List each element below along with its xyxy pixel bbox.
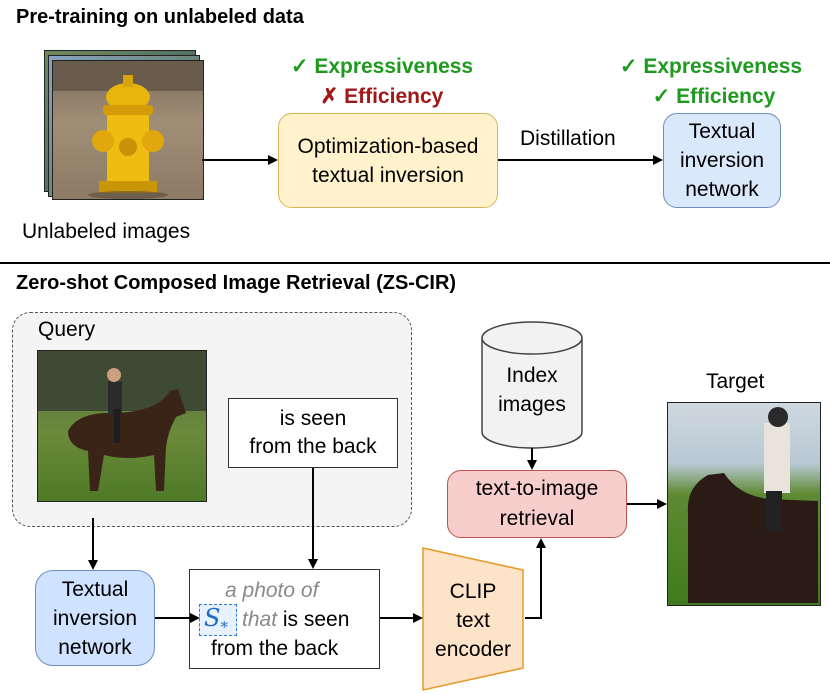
arrow-clip-to-retrieval bbox=[525, 538, 546, 619]
opt-efficiency-cross: ✗ Efficiency bbox=[320, 85, 444, 108]
pseudo-token-sub: * bbox=[220, 617, 228, 636]
prompt-line3: from the back bbox=[211, 637, 339, 660]
caption-line2: from the back bbox=[249, 435, 377, 458]
query-horse-image bbox=[37, 350, 207, 502]
fire-hydrant-drawing bbox=[53, 61, 203, 199]
index-line2: images bbox=[498, 393, 566, 416]
query-horse-drawing bbox=[38, 351, 206, 491]
target-horse-image bbox=[667, 402, 821, 606]
tin-line3: network bbox=[58, 635, 132, 659]
fire-hydrant-image bbox=[52, 60, 204, 200]
index-images-label: Index images bbox=[480, 358, 584, 422]
clip-line3: encoder bbox=[435, 637, 511, 661]
tin-line1: Textual bbox=[61, 577, 129, 601]
pseudo-token: S* bbox=[204, 604, 228, 636]
unlabeled-images-caption: Unlabeled images bbox=[22, 220, 191, 243]
opt-box-line1: Optimization-based bbox=[297, 134, 479, 158]
pseudo-token-letter: S bbox=[204, 604, 221, 632]
opt-expressiveness-check: ✓ Expressiveness bbox=[290, 55, 474, 78]
modification-caption-box: is seen from the back bbox=[228, 398, 398, 468]
retrieval-line2: retrieval bbox=[499, 507, 575, 530]
clip-line1: CLIP bbox=[449, 579, 497, 603]
net-box-line3: network bbox=[685, 178, 759, 201]
clip-text-encoder-label: CLIP text encoder bbox=[423, 572, 523, 668]
net-expressiveness-check: ✓ Expressiveness bbox=[619, 55, 803, 78]
prompt-prefix: a photo of bbox=[225, 579, 319, 602]
section1-title: Pre-training on unlabeled data bbox=[16, 6, 304, 28]
index-images-cylinder bbox=[481, 321, 583, 449]
clip-line2: text bbox=[456, 608, 490, 632]
optimization-textual-inversion-box: Optimization-based textual inversion bbox=[278, 113, 498, 208]
tin-line2: inversion bbox=[52, 606, 138, 630]
textual-inversion-network-box-bottom: Textual inversion network bbox=[35, 570, 155, 666]
query-label: Query bbox=[38, 318, 96, 341]
index-line1: Index bbox=[506, 364, 558, 387]
distillation-label: Distillation bbox=[520, 127, 616, 150]
text-to-image-retrieval-box: text-to-image retrieval bbox=[447, 470, 627, 538]
pseudo-token-box bbox=[199, 604, 237, 636]
prompt-that: that bbox=[242, 608, 278, 631]
caption-line1: is seen bbox=[279, 407, 347, 430]
net-box-line1: Textual bbox=[688, 120, 756, 143]
target-horse-drawing bbox=[687, 407, 818, 603]
net-efficiency-check: ✓ Efficiency bbox=[652, 85, 776, 108]
retrieval-line1: text-to-image bbox=[475, 477, 599, 500]
prompt-box: a photo of S* that is seen from the back bbox=[189, 569, 380, 669]
clip-text-encoder-shape bbox=[422, 547, 524, 691]
prompt-line2: that is seen bbox=[242, 608, 349, 632]
section2-title: Zero-shot Composed Image Retrieval (ZS-C… bbox=[16, 272, 457, 294]
textual-inversion-network-box-top: Textual inversion network bbox=[663, 113, 781, 208]
target-label: Target bbox=[706, 370, 765, 393]
opt-box-line2: textual inversion bbox=[312, 163, 464, 187]
prompt-rest1: is seen bbox=[277, 608, 350, 631]
section-divider bbox=[0, 262, 830, 264]
net-box-line2: inversion bbox=[679, 149, 765, 172]
